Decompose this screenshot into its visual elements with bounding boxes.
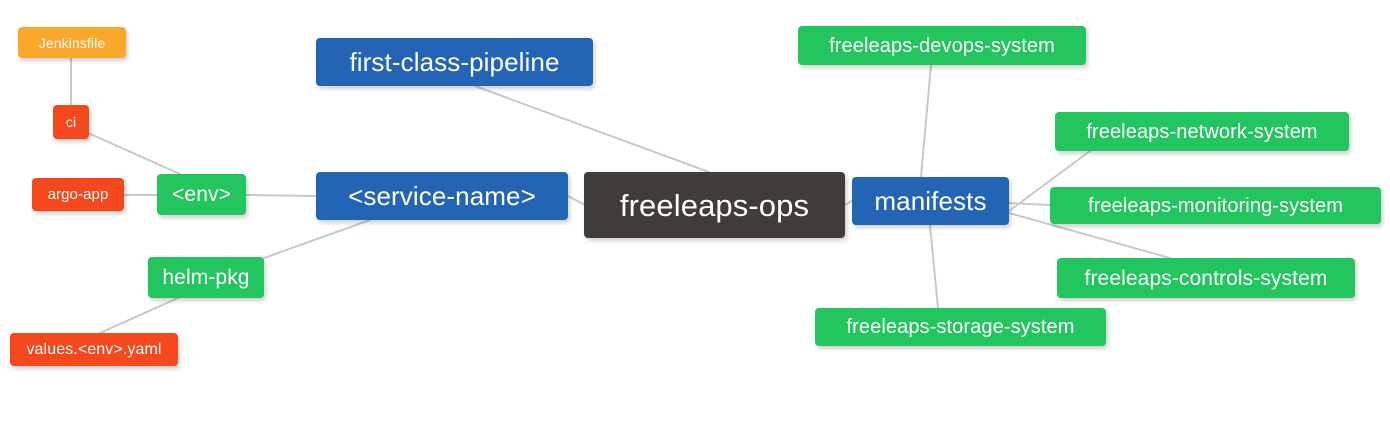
- node-freeleaps-monitoring-system[interactable]: freeleaps-monitoring-system: [1050, 187, 1381, 224]
- node-helm-pkg[interactable]: helm-pkg: [148, 257, 264, 298]
- node-first-class-pipeline[interactable]: first-class-pipeline: [316, 38, 593, 86]
- node-label-freeleaps-devops-system: freeleaps-devops-system: [829, 34, 1055, 57]
- edge-manifests-to-freeleaps-storage-system: [929, 224, 939, 309]
- edge-helm-pkg-to-values-env-yaml: [99, 296, 181, 334]
- node-label-helm-pkg: helm-pkg: [162, 266, 250, 289]
- node-label-freeleaps-storage-system: freeleaps-storage-system: [846, 316, 1075, 338]
- node-ci[interactable]: ci: [53, 105, 89, 139]
- node-label-jenkinsfile: Jenkinsfile: [38, 34, 106, 51]
- node-label-values-env-yaml: values.<env>.yaml: [26, 340, 162, 358]
- node-service-name[interactable]: <service-name>: [316, 172, 568, 220]
- edge-manifests-to-freeleaps-monitoring-system: [1008, 202, 1051, 206]
- node-label-argo-app: argo-app: [47, 186, 109, 203]
- node-env[interactable]: <env>: [157, 174, 246, 215]
- node-label-first-class-pipeline: first-class-pipeline: [349, 47, 560, 77]
- edge-freeleaps-ops-to-service-name: [567, 195, 586, 206]
- edge-env-to-ci: [87, 132, 181, 175]
- node-label-ci: ci: [65, 114, 77, 130]
- node-label-service-name: <service-name>: [348, 181, 536, 211]
- node-argo-app[interactable]: argo-app: [32, 178, 124, 211]
- node-freeleaps-controls-system[interactable]: freeleaps-controls-system: [1057, 258, 1355, 298]
- edge-freeleaps-ops-to-manifests: [844, 200, 853, 206]
- node-freeleaps-network-system[interactable]: freeleaps-network-system: [1055, 112, 1349, 151]
- node-label-env: <env>: [172, 183, 231, 206]
- node-label-freeleaps-monitoring-system: freeleaps-monitoring-system: [1087, 194, 1343, 217]
- edge-service-name-to-helm-pkg: [263, 219, 371, 259]
- edge-service-name-to-env: [245, 194, 317, 197]
- node-freeleaps-devops-system[interactable]: freeleaps-devops-system: [798, 26, 1086, 65]
- node-label-freeleaps-controls-system: freeleaps-controls-system: [1084, 266, 1328, 290]
- node-manifests[interactable]: manifests: [852, 177, 1009, 225]
- node-label-freeleaps-ops: freeleaps-ops: [619, 187, 810, 223]
- node-jenkinsfile[interactable]: Jenkinsfile: [18, 27, 126, 58]
- edge-freeleaps-ops-to-first-class-pipeline: [474, 85, 710, 173]
- node-values-env-yaml[interactable]: values.<env>.yaml: [10, 333, 178, 366]
- edge-manifests-to-freeleaps-devops-system: [920, 64, 932, 178]
- node-freeleaps-ops[interactable]: freeleaps-ops: [584, 172, 845, 238]
- node-label-freeleaps-network-system: freeleaps-network-system: [1086, 120, 1318, 143]
- node-freeleaps-storage-system[interactable]: freeleaps-storage-system: [815, 308, 1106, 346]
- node-label-manifests: manifests: [874, 186, 987, 216]
